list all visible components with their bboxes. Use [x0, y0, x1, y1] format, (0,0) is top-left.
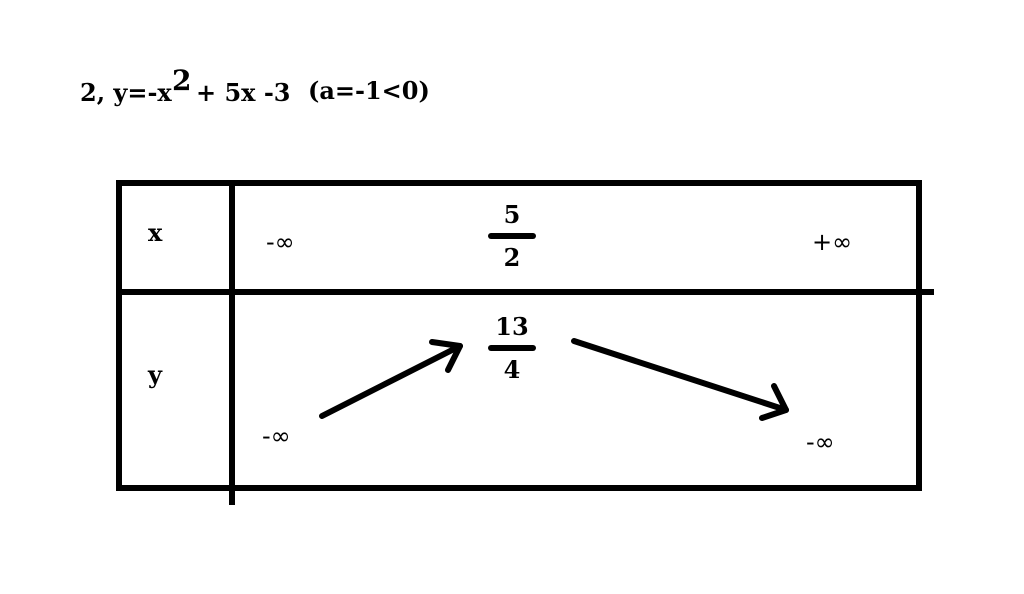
- y-peak-fraction: 13 4: [482, 312, 542, 384]
- x-critical-denominator: 2: [503, 243, 521, 272]
- title-function-prefix: 2, y=-x: [80, 78, 172, 107]
- x-left-value: -∞: [266, 228, 295, 256]
- variation-table: [116, 180, 922, 491]
- title-function-rest: + 5x -3: [196, 78, 291, 107]
- y-peak-numerator: 13: [495, 312, 529, 341]
- x-critical-numerator: 5: [503, 200, 521, 229]
- x-critical-fraction: 5 2: [482, 200, 542, 272]
- x-right-value: +∞: [812, 228, 853, 256]
- fraction-bar: [488, 345, 536, 351]
- row-label-x: x: [148, 218, 163, 247]
- table-vertical-divider: [229, 180, 235, 505]
- title-exponent: 2: [172, 64, 192, 97]
- y-right-value: -∞: [806, 428, 835, 456]
- y-left-value: -∞: [262, 422, 291, 450]
- fraction-bar: [488, 233, 536, 239]
- table-horizontal-divider: [116, 289, 934, 295]
- row-label-y: y: [148, 360, 162, 389]
- y-peak-denominator: 4: [503, 355, 521, 384]
- title-condition: (a=-1<0): [308, 76, 430, 105]
